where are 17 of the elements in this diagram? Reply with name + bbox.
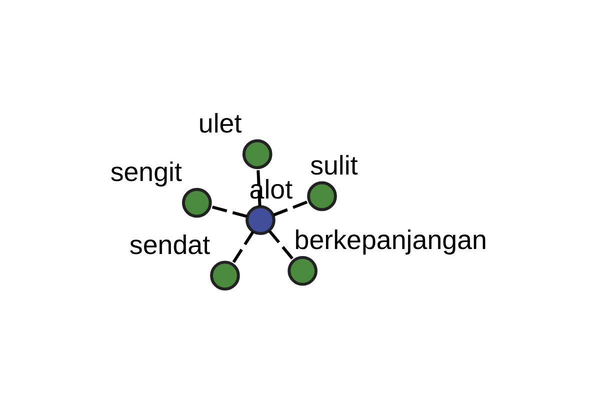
- node-label: ulet: [198, 108, 242, 138]
- node-circle: [306, 181, 336, 212]
- connector: [256, 168, 261, 206]
- connector: [210, 205, 247, 218]
- connector: [272, 200, 309, 216]
- node-label: sendat: [128, 230, 210, 260]
- node-label: sulit: [310, 150, 358, 180]
- node-label: alot: [248, 174, 292, 204]
- node-label: sengit: [110, 157, 182, 188]
- node-circle: [242, 139, 272, 170]
- node-label: berkepanjangan: [294, 225, 486, 256]
- node-circle: [182, 188, 212, 218]
- node-circle: [287, 256, 317, 286]
- connector: [230, 231, 254, 265]
- node-circle: [245, 205, 275, 236]
- node-circle: [210, 260, 240, 291]
- connector: [268, 230, 294, 260]
